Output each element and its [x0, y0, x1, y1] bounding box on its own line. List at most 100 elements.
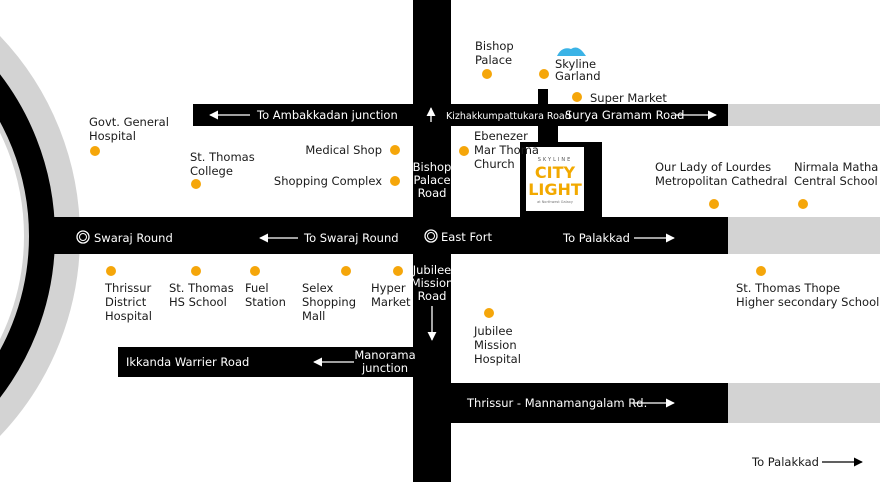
- svg-text:Skyline: Skyline: [555, 57, 596, 71]
- jubilee-road-line-3: Road: [418, 289, 447, 303]
- svg-text:LIGHT: LIGHT: [528, 180, 582, 199]
- palakkad-road-extension: [726, 217, 880, 254]
- poi-marker-icon: [393, 266, 403, 276]
- poi-marker-icon: [709, 199, 719, 209]
- poi-marker-icon: [484, 308, 494, 318]
- junction-icon: [424, 229, 438, 243]
- poi-st-thomas-hs-school: St. Thomas HS School: [169, 266, 234, 309]
- svg-text:Bishop: Bishop: [475, 39, 514, 53]
- kizhakkumpattukara-label: Kizhakkumpattukara Road: [446, 111, 571, 122]
- poi-marker-icon: [756, 266, 766, 276]
- manorama-line-2: junction: [361, 361, 408, 375]
- svg-text:Higher secondary School: Higher secondary School: [736, 295, 879, 309]
- svg-text:Medical Shop: Medical Shop: [305, 143, 382, 157]
- poi-marker-icon: [341, 266, 351, 276]
- swaraj-round-label: Swaraj Round: [94, 231, 173, 245]
- poi-lourdes-cathedral: Our Lady of Lourdes Metropolitan Cathedr…: [655, 160, 787, 209]
- poi-marker-icon: [390, 176, 400, 186]
- poi-st-thomas-thope-school: St. Thomas Thope Higher secondary School: [736, 266, 879, 309]
- poi-marker-icon: [191, 179, 201, 189]
- junction-inner-icon: [427, 232, 435, 240]
- to-palakkad-mid-label: To Palakkad: [562, 231, 630, 245]
- svg-text:Our Lady of Lourdes: Our Lady of Lourdes: [655, 160, 771, 174]
- svg-text:Thrissur: Thrissur: [104, 281, 152, 295]
- svg-text:Ebenezer: Ebenezer: [474, 129, 528, 143]
- svg-text:at Northwest Galaxy: at Northwest Galaxy: [537, 200, 573, 204]
- poi-skyline-garland: Skyline Garland: [539, 57, 601, 83]
- svg-text:St. Thomas: St. Thomas: [169, 281, 234, 295]
- svg-text:Palace: Palace: [475, 53, 512, 67]
- svg-text:Hospital: Hospital: [89, 129, 136, 143]
- jubilee-road-line-1: Jubilee: [412, 263, 452, 277]
- svg-text:Market: Market: [371, 295, 411, 309]
- to-ambakkadan-label: To Ambakkadan junction: [256, 108, 398, 122]
- svg-text:CITY: CITY: [535, 163, 576, 182]
- poi-marker-icon: [539, 69, 549, 79]
- poi-marker-icon: [106, 266, 116, 276]
- svg-text:Mar Thoma: Mar Thoma: [474, 143, 539, 157]
- poi-marker-icon: [90, 146, 100, 156]
- skyline-access-road-1: [538, 89, 548, 104]
- poi-marker-icon: [390, 145, 400, 155]
- skyline-city-light-logo: SKYLINE CITY LIGHT at Northwest Galaxy: [526, 147, 584, 211]
- poi-marker-icon: [459, 146, 469, 156]
- svg-text:Mall: Mall: [302, 309, 325, 323]
- surya-gramam-road-extension: [726, 104, 880, 126]
- poi-bishop-palace: Bishop Palace: [475, 39, 514, 79]
- poi-marker-icon: [572, 92, 582, 102]
- ambakkadan-road: [193, 104, 728, 126]
- svg-text:District: District: [105, 295, 147, 309]
- svg-text:Garland: Garland: [555, 69, 601, 83]
- svg-text:Selex: Selex: [302, 281, 333, 295]
- svg-text:Metropolitan Cathedral: Metropolitan Cathedral: [655, 174, 787, 188]
- surya-gramam-label: Surya Gramam Road: [565, 108, 684, 122]
- skyline-access-road-2: [538, 126, 558, 142]
- poi-medical-shop: Medical Shop: [305, 143, 400, 157]
- poi-district-hospital: Thrissur District Hospital: [104, 266, 152, 323]
- svg-text:Central School: Central School: [794, 174, 878, 188]
- east-fort-junction: East Fort: [424, 229, 492, 244]
- svg-text:Govt. General: Govt. General: [89, 115, 169, 129]
- svg-text:SKYLINE: SKYLINE: [538, 157, 573, 163]
- poi-nirmala-matha: Nirmala Matha Central School: [794, 160, 878, 209]
- poi-st-thomas-college: St. Thomas College: [190, 150, 255, 189]
- svg-text:College: College: [190, 164, 233, 178]
- svg-text:HS School: HS School: [169, 295, 227, 309]
- poi-marker-icon: [250, 266, 260, 276]
- svg-text:St. Thomas: St. Thomas: [190, 150, 255, 164]
- cloud-icon: [557, 47, 586, 56]
- svg-text:Jubilee: Jubilee: [473, 324, 513, 338]
- swaraj-round-junction: Swaraj Round: [76, 230, 173, 245]
- poi-shopping-complex: Shopping Complex: [274, 174, 400, 188]
- east-fort-label: East Fort: [441, 230, 492, 244]
- svg-text:Super Market: Super Market: [590, 91, 667, 105]
- junction-icon: [76, 230, 90, 244]
- manorama-line-1: Manorama: [354, 348, 415, 362]
- svg-text:Station: Station: [245, 295, 286, 309]
- svg-text:Church: Church: [474, 157, 515, 171]
- junction-inner-icon: [79, 233, 87, 241]
- bishop-palace-road-line-1: Bishop: [413, 160, 452, 174]
- ikkanda-warrier-road: [118, 347, 413, 377]
- road-labels: To Ambakkadan junction Kizhakkumpattukar…: [126, 107, 863, 469]
- mannamangalam-road: [451, 383, 728, 423]
- svg-text:Hospital: Hospital: [474, 352, 521, 366]
- svg-text:Hospital: Hospital: [105, 309, 152, 323]
- mannamangalam-label: Thrissur - Mannamangalam Rd.: [466, 396, 647, 410]
- poi-marker-icon: [191, 266, 201, 276]
- svg-text:Nirmala Matha: Nirmala Matha: [794, 160, 878, 174]
- poi-govt-general-hospital: Govt. General Hospital: [89, 115, 169, 156]
- poi-marker-icon: [482, 69, 492, 79]
- bishop-palace-road-line-2: Palace: [413, 173, 450, 187]
- svg-text:Hyper: Hyper: [371, 281, 406, 295]
- main-horizontal-road: [40, 217, 728, 254]
- to-swaraj-label: To Swaraj Round: [303, 231, 399, 245]
- jubilee-road-line-2: Mission: [411, 276, 454, 290]
- poi-hyper-market: Hyper Market: [371, 266, 411, 309]
- svg-text:Mission: Mission: [474, 338, 517, 352]
- svg-text:Shopping: Shopping: [302, 295, 356, 309]
- poi-marker-icon: [798, 199, 808, 209]
- svg-text:Shopping Complex: Shopping Complex: [274, 174, 382, 188]
- poi-super-market: Super Market: [572, 91, 667, 105]
